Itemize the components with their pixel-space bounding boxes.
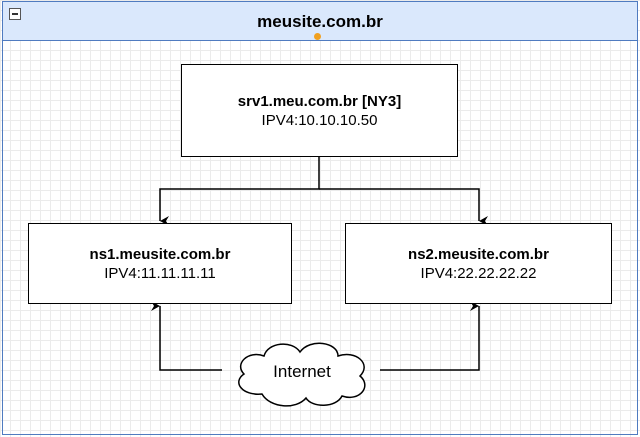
node-ns1[interactable]: ns1.meusite.com.br IPV4:11.11.11.11 (28, 223, 292, 304)
node-srv1-name: srv1.meu.com.br [NY3] (237, 92, 402, 110)
edge-srv1-to-ns2[interactable] (319, 188, 488, 226)
edge-internet-to-ns1[interactable] (151, 301, 222, 371)
container-title: meusite.com.br (257, 12, 383, 31)
node-ns2-name: ns2.meusite.com.br (408, 245, 549, 263)
edge-internet-to-ns2[interactable] (380, 301, 480, 371)
collapse-minus-icon[interactable] (9, 8, 21, 20)
edge-srv1-to-ns1[interactable] (159, 157, 320, 226)
node-ns2[interactable]: ns2.meusite.com.br IPV4:22.22.22.22 (345, 223, 612, 304)
cloud-icon (238, 342, 366, 407)
node-ns1-name: ns1.meusite.com.br (89, 245, 231, 263)
node-ns2-ip: IPV4:22.22.22.22 (420, 264, 537, 282)
resize-handle[interactable] (314, 33, 321, 40)
node-internet-label: Internet (273, 362, 331, 381)
node-internet-cloud[interactable]: Internet (222, 336, 382, 410)
node-ns1-ip: IPV4:11.11.11.11 (104, 264, 216, 282)
node-srv1-ip: IPV4:10.10.10.50 (261, 111, 378, 129)
node-srv1[interactable]: srv1.meu.com.br [NY3] IPV4:10.10.10.50 (181, 64, 458, 157)
